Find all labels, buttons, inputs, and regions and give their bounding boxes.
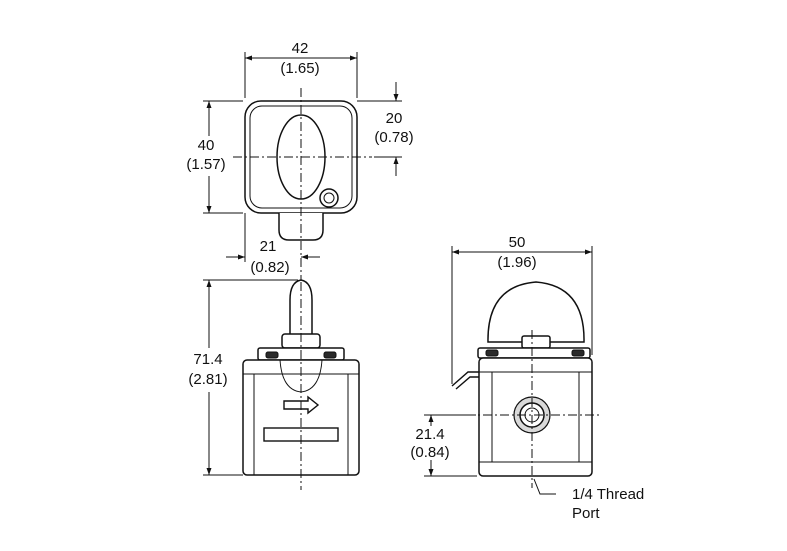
dim-offset-top-mm: 20 [386, 110, 403, 127]
arrow-icon [283, 395, 320, 415]
dim-height-top-mm: 40 [198, 137, 215, 154]
dim-port-height-in: (0.84) [410, 444, 449, 461]
dim-width-side: 50 (1.96) [451, 234, 593, 384]
dim-width-side-in: (1.96) [497, 254, 536, 271]
front-view-nut-right [323, 351, 337, 359]
top-view-screw [319, 188, 339, 208]
top-view-screw-inner [323, 192, 335, 204]
dim-port-height-mm: 21.4 [415, 426, 444, 443]
dim-height-front-mm: 71.4 [193, 351, 222, 368]
dim-offset-bottom-mm: 21 [260, 238, 277, 255]
dim-width-top-in: (1.65) [280, 60, 319, 77]
front-view [242, 279, 360, 490]
dim-height-front-in: (2.81) [188, 371, 227, 388]
side-view [451, 281, 602, 488]
side-view-dome-cap [487, 281, 585, 343]
dim-offset-bottom: 21 (0.82) [226, 213, 320, 276]
port-callout-line2: Port [572, 505, 600, 522]
dim-width-top-mm: 42 [292, 40, 309, 57]
dim-offset-bottom-in: (0.82) [250, 259, 289, 276]
port-callout-line1: 1/4 Thread [572, 486, 644, 503]
dim-height-top: 40 (1.57) [186, 100, 243, 214]
front-view-nut-left [265, 351, 279, 359]
top-view [233, 88, 372, 282]
side-view-lever-tab [451, 371, 480, 387]
dim-port-height: 21.4 (0.84) [410, 414, 477, 477]
dim-offset-top: 20 (0.78) [357, 82, 414, 176]
dim-width-side-mm: 50 [509, 234, 526, 251]
dim-height-top-in: (1.57) [186, 156, 225, 173]
dim-height-front: 71.4 (2.81) [188, 279, 298, 476]
port-callout: 1/4 Thread Port [533, 478, 644, 522]
dim-width-top: 42 (1.65) [244, 40, 358, 98]
dim-offset-top-in: (0.78) [374, 129, 413, 146]
